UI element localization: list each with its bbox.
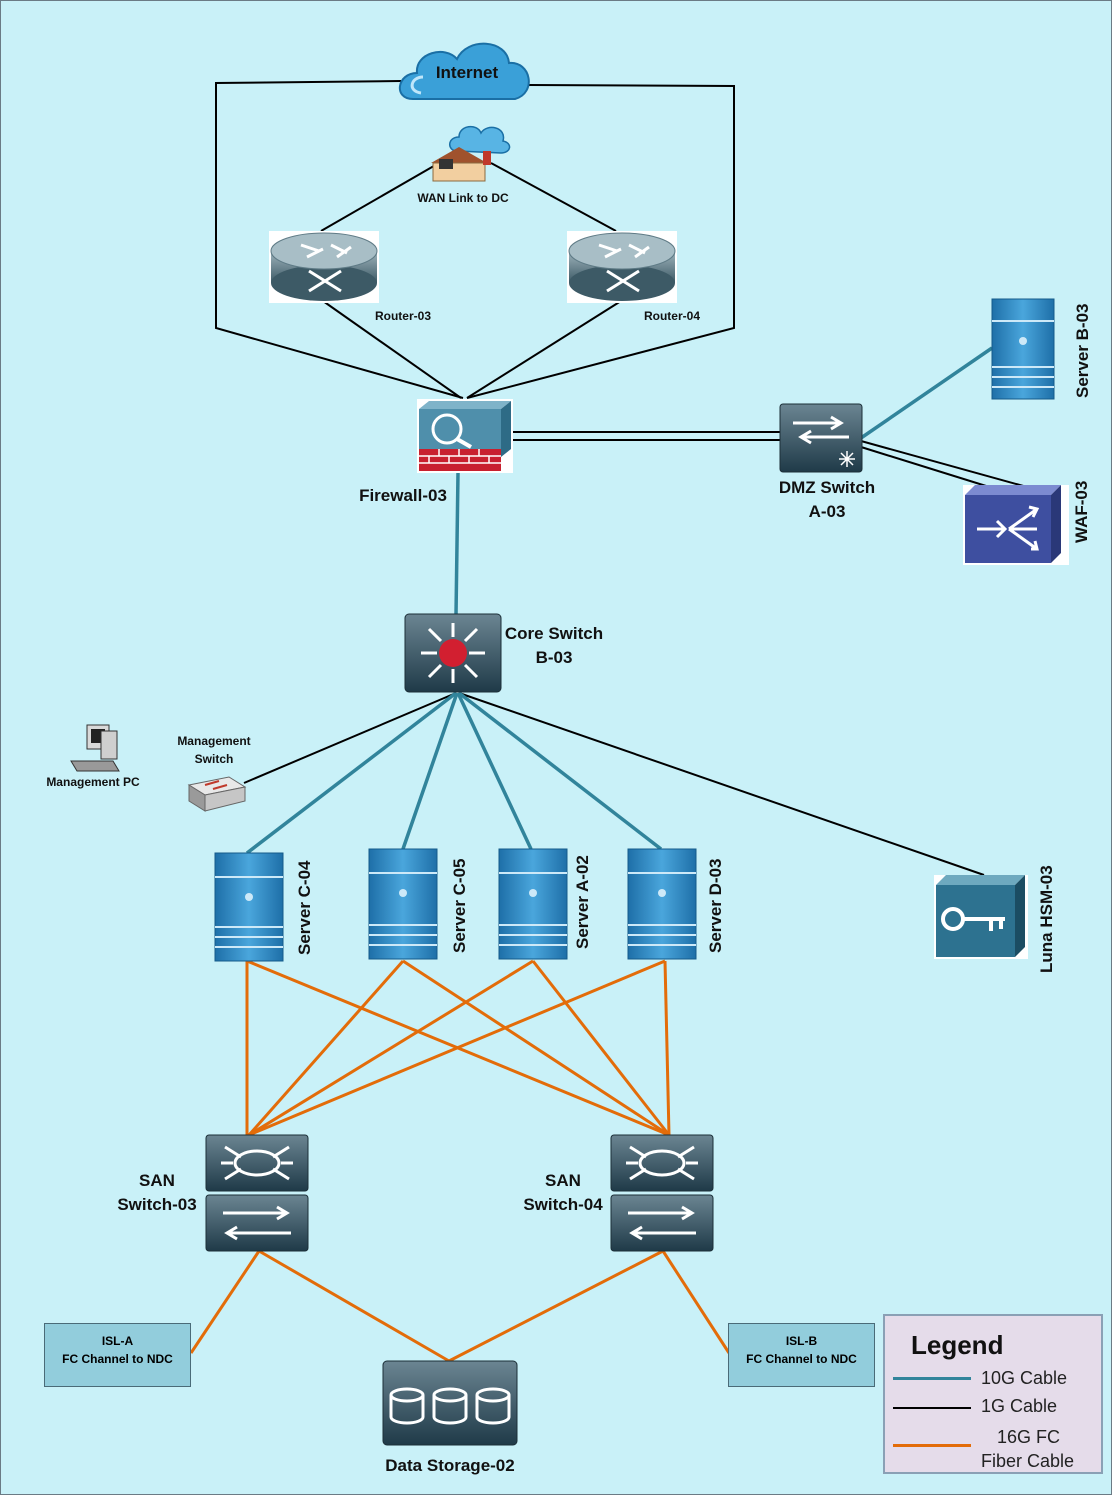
cables-10g [245, 346, 993, 855]
cable-dmz-waf-1 [860, 440, 1028, 488]
isl-a-box: ISL-A FC Channel to NDC [44, 1323, 191, 1387]
cable-internet-left [215, 80, 464, 399]
server-c04-icon [214, 852, 284, 962]
legend-10g-label: 10G Cable [981, 1368, 1068, 1388]
cable-dmz-serverb03 [860, 346, 993, 440]
cables-fc [189, 959, 731, 1363]
dmz-switch-label-2: A-03 [808, 502, 846, 521]
legend: Legend 10G Cable 1G Cable 16G FC Fiber C… [883, 1314, 1103, 1474]
isl-b-box: ISL-B FC Channel to NDC [728, 1323, 875, 1387]
waf-icon [963, 485, 1069, 565]
cable-router4-firewall [466, 300, 622, 399]
isl-a-label-2: FC Channel to NDC [62, 1352, 173, 1366]
server-c04-label: Server C-04 [295, 860, 314, 955]
cable-router3-firewall [322, 300, 462, 399]
fc-a02-san3 [248, 959, 534, 1137]
fc-san4-islb [661, 1250, 731, 1354]
san-switch-04-label-2: Switch-04 [523, 1195, 603, 1214]
cable-core-hsm [458, 692, 985, 876]
cable-wan-router3 [320, 162, 440, 232]
management-pc-icon [70, 724, 120, 772]
server-c05-label: Server C-05 [450, 858, 469, 953]
hsm-label: Luna HSM-03 [1037, 865, 1056, 973]
san-switch-03-label-1: SAN [139, 1171, 175, 1190]
firewall-icon [417, 399, 513, 473]
isl-a-label-1: ISL-A [101, 1334, 134, 1348]
server-d03-icon [627, 848, 697, 960]
cable-firewall-core [454, 472, 460, 616]
san-switch-04-label-1: SAN [545, 1171, 581, 1190]
legend-1g-label: 1G Cable [981, 1396, 1058, 1416]
server-c05-icon [368, 848, 438, 960]
server-d03-label: Server D-03 [706, 858, 725, 953]
management-switch-label-1: Management [177, 734, 251, 748]
management-switch-label-2: Switch [194, 752, 234, 766]
dmz-switch-icon [779, 403, 863, 473]
cable-core-c04 [245, 691, 458, 855]
san-switch-03-icon [205, 1134, 309, 1252]
wan-link-label: WAN Link to DC [417, 191, 509, 205]
fc-d03-san4 [663, 960, 671, 1136]
server-b03-icon [991, 298, 1055, 400]
wan-link-icon [431, 125, 511, 182]
isl-b-label-2: FC Channel to NDC [746, 1352, 857, 1366]
legend-fc-swatch [893, 1444, 971, 1447]
cable-wan-router4 [490, 162, 617, 232]
san-switch-04-icon [610, 1134, 714, 1252]
legend-fc-label-2: Fiber Cable [981, 1451, 1075, 1471]
management-switch-icon [187, 776, 247, 812]
isl-b-label-1: ISL-B [785, 1334, 818, 1348]
internet-cloud-icon [398, 42, 530, 100]
management-pc-label: Management PC [46, 775, 140, 789]
router-03-icon [269, 231, 379, 303]
fc-san3-isla [189, 1250, 261, 1354]
core-switch-label-2: B-03 [535, 648, 573, 667]
cable-core-mgmt [243, 692, 457, 784]
server-a02-label: Server A-02 [573, 855, 592, 949]
fc-c05-san3 [247, 960, 405, 1136]
cable-internet-right [466, 84, 735, 399]
core-switch-icon [404, 613, 502, 693]
cable-core-d03 [457, 691, 663, 851]
data-storage-label: Data Storage-02 [385, 1456, 515, 1475]
legend-fc-label-1: 16G FC [997, 1427, 1061, 1447]
fc-a02-san4 [531, 960, 671, 1136]
dmz-switch-label-1: DMZ Switch [778, 478, 876, 497]
fc-d03-san3 [248, 959, 666, 1137]
waf-label: WAF-03 [1072, 480, 1091, 543]
router-04-icon [567, 231, 677, 303]
san-switch-03-label-2: Switch-03 [117, 1195, 197, 1214]
fc-san4-storage [448, 1249, 664, 1363]
legend-10g-swatch [893, 1377, 971, 1380]
server-a02-icon [498, 848, 568, 960]
data-storage-icon [382, 1360, 518, 1446]
cable-core-a02 [456, 692, 533, 850]
cables-1g [215, 80, 1028, 876]
cable-core-c05 [401, 692, 459, 850]
router-03-label: Router-03 [374, 309, 431, 323]
legend-title: Legend [911, 1330, 1004, 1360]
server-b03-label: Server B-03 [1073, 303, 1092, 398]
legend-1g-swatch [893, 1407, 971, 1409]
firewall-label: Firewall-03 [359, 486, 447, 505]
core-switch-label-1: Core Switch [504, 624, 604, 643]
fc-c05-san4 [402, 959, 670, 1137]
hsm-key-icon [934, 875, 1028, 959]
router-04-label: Router-04 [643, 309, 700, 323]
internet-label: Internet [435, 63, 499, 82]
fc-san3-storage [258, 1249, 450, 1363]
